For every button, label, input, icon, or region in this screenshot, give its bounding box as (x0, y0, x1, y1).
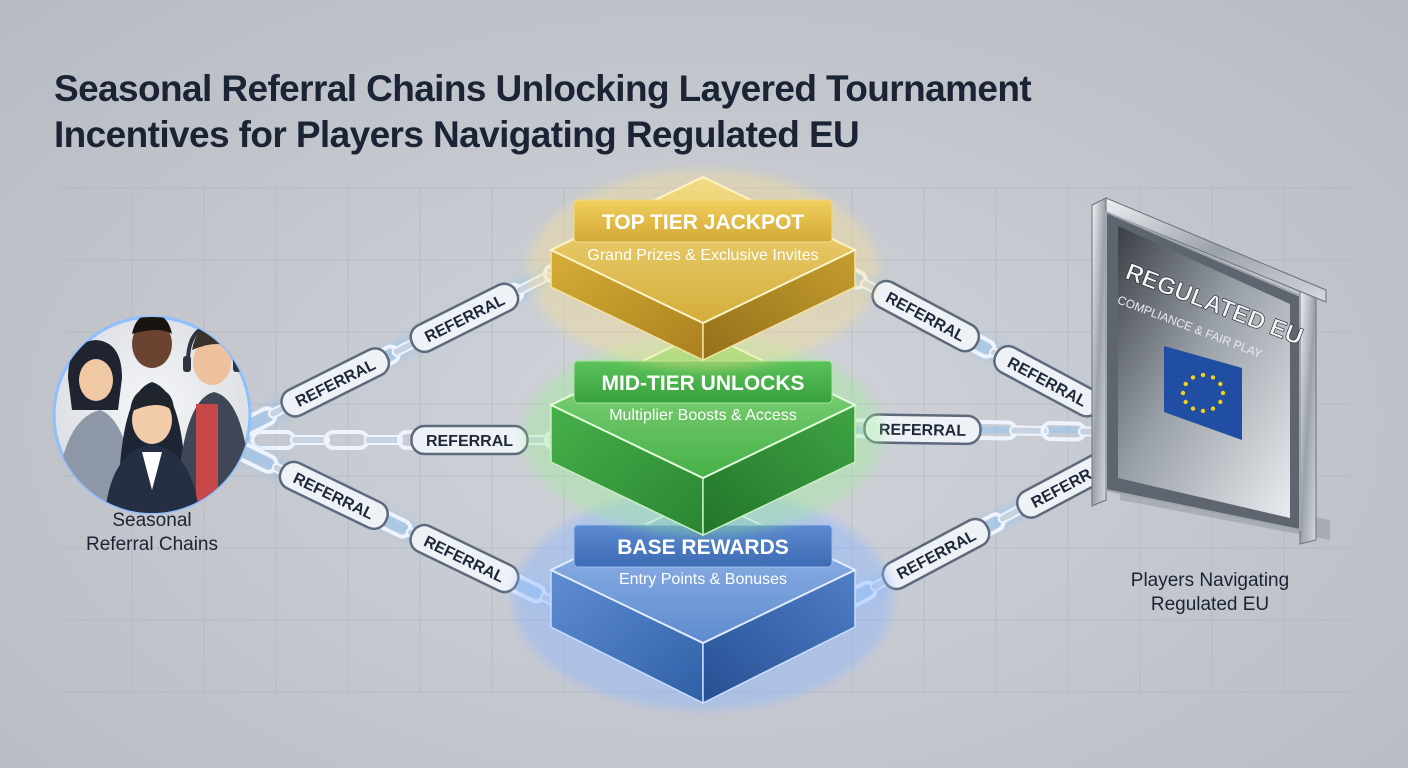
tier-stack: BASE REWARDS Entry Points & Bonuses MID-… (513, 170, 893, 710)
tier-mid-unlocks: MID-TIER UNLOCKS Multiplier Boosts & Acc… (523, 330, 883, 537)
referral-plate: REFERRAL (871, 279, 981, 353)
referral-plate-label: REFERRAL (879, 422, 967, 440)
eu-star (1218, 399, 1223, 405)
chain-link (290, 435, 330, 445)
chain-left-base: REFERRAL REFERRAL (235, 442, 579, 620)
chain-link (363, 435, 404, 445)
right-group-line-1: Players Navigating (1130, 570, 1290, 591)
left-group-line-2: Referral Chains (86, 534, 218, 555)
left-group-line-1: Seasonal (112, 510, 192, 531)
referral-plate-bg (409, 282, 520, 354)
eu-star (1200, 408, 1206, 414)
chain-left-top: REFERRAL REFERRAL (233, 251, 587, 439)
tier-base-heading: BASE REWARDS (617, 536, 789, 559)
eu-star (1180, 390, 1186, 396)
diagram-title: Seasonal Referral Chains Unlocking Layer… (54, 66, 1154, 158)
right-group-label: Players Navigating Regulated EU (1100, 569, 1320, 617)
eu-star (1200, 372, 1206, 378)
eu-flag-stars (1180, 372, 1226, 414)
referral-plate-label: REFERRAL (426, 433, 513, 450)
eu-star (1190, 406, 1196, 411)
eu-star (1210, 406, 1216, 411)
regulated-eu-sign: REGULATED EU COMPLIANCE & FAIR PLAY (1091, 197, 1330, 545)
player-group-illustration (52, 315, 252, 515)
eu-star (1190, 375, 1196, 380)
tier-mid-subtext: Multiplier Boosts & Access (609, 407, 797, 424)
referral-plate: REFERRAL (410, 424, 529, 456)
referral-plate: REFERRAL (409, 523, 520, 594)
title-line-1: Seasonal Referral Chains Unlocking Layer… (54, 68, 1032, 109)
tier-top-heading: TOP TIER JACKPOT (602, 211, 804, 234)
referral-plate: REFERRAL (881, 517, 991, 591)
eu-star (1220, 390, 1226, 396)
referral-plate-bg (280, 347, 391, 418)
right-group-line-2: Regulated EU (1150, 594, 1270, 615)
referral-plate: REFERRAL (278, 460, 389, 531)
title-line-2: Incentives for Players Navigating Regula… (54, 114, 860, 155)
referral-plate: REFERRAL (280, 347, 391, 418)
tier-top-subtext: Grand Prizes & Exclusive Invites (587, 247, 818, 264)
eu-star (1183, 381, 1188, 387)
tier-top-label-plate (573, 199, 833, 243)
tier-base-rewards: BASE REWARDS Entry Points & Bonuses (513, 490, 893, 710)
referral-plate-bg (278, 460, 389, 531)
tier-top-jackpot: TOP TIER JACKPOT Grand Prizes & Exclusiv… (528, 170, 878, 370)
left-group-label: Seasonal Referral Chains (52, 509, 252, 557)
referral-plate: REFERRAL (409, 282, 520, 354)
chain-link (1009, 425, 1050, 436)
tier-mid-heading: MID-TIER UNLOCKS (602, 372, 805, 395)
eu-star (1183, 399, 1188, 405)
tier-base-subtext: Entry Points & Bonuses (619, 571, 787, 588)
eu-star (1218, 381, 1223, 387)
referral-plate: REFERRAL (993, 344, 1102, 418)
eu-flag (1164, 346, 1242, 440)
eu-star (1210, 375, 1216, 380)
